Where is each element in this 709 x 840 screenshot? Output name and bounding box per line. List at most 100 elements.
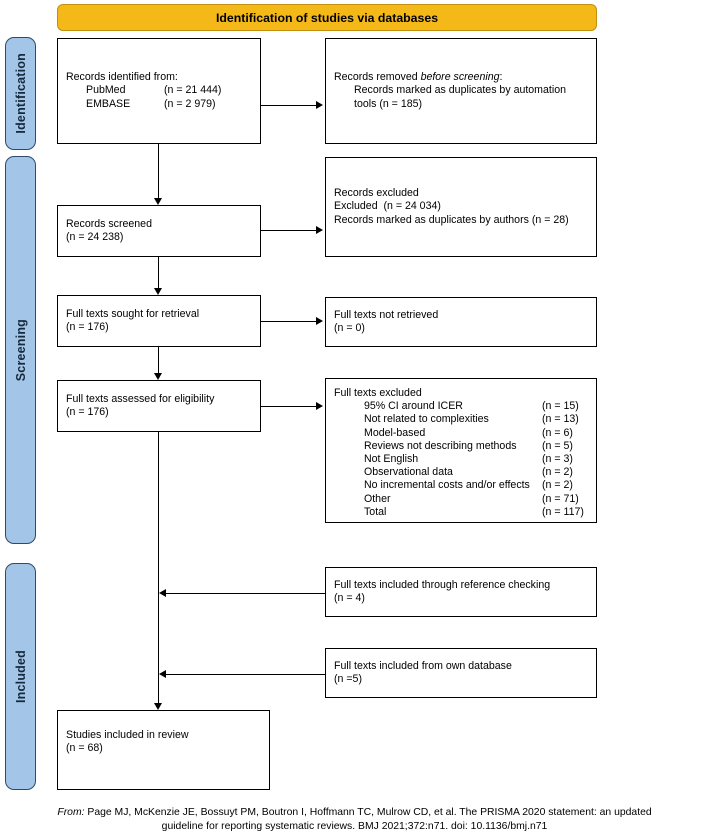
included-own-database-line1: Full texts included from own database — [334, 659, 512, 672]
source-name: PubMed — [86, 84, 126, 97]
box-records-excluded: Records excluded Excluded (n = 24 034) R… — [325, 157, 597, 257]
exclusion-reason-label: Not related to complexities — [364, 413, 489, 426]
records-removed-title-italic: before screening — [420, 71, 500, 84]
exclusion-reason-count: (n = 5) — [542, 439, 573, 452]
box-included-reference-checking: Full texts included through reference ch… — [325, 567, 597, 617]
connector-sought-to-assessed — [158, 347, 160, 375]
records-excluded-line1: Records excluded — [334, 187, 419, 200]
footer-citation-line2: guideline for reporting systematic revie… — [0, 820, 709, 834]
exclusion-reason-label: Observational data — [364, 466, 453, 479]
exclusion-reason-row: Other (n = 71) — [334, 493, 588, 506]
full-texts-not-retrieved-line2: (n = 0) — [334, 322, 365, 334]
exclusion-reason-label: Total — [364, 505, 387, 518]
source-count: (n = 21 444) — [164, 84, 222, 97]
arrowhead-assessed-to-excluded-icon — [316, 402, 323, 410]
records-removed-line1: Records marked as duplicates by automati… — [354, 84, 566, 97]
full-texts-assessed-line1: Full texts assessed for eligibility — [66, 392, 215, 405]
exclusion-reason-label: Not English — [364, 453, 419, 466]
connector-assessed-to-excluded — [261, 406, 317, 408]
box-studies-included-in-review: Studies included in review (n = 68) — [57, 710, 270, 790]
phase-bar-screening: Screening — [5, 156, 36, 544]
exclusion-reason-label: Other — [364, 492, 391, 505]
box-included-own-database: Full texts included from own database (n… — [325, 648, 597, 698]
connector-sought-to-not-retrieved — [261, 321, 317, 323]
records-removed-title-prefix: Records removed — [334, 71, 421, 84]
box-records-screened: Records screened (n = 24 238) — [57, 205, 261, 257]
full-texts-sought-line1: Full texts sought for retrieval — [66, 307, 200, 320]
footer-citation-text-line1: Page MJ, McKenzie JE, Bossuyt PM, Boutro… — [87, 807, 652, 818]
exclusion-reason-row: Not English (n = 3) — [334, 453, 588, 466]
full-texts-assessed-line2: (n = 176) — [66, 406, 109, 418]
records-identified-row: EMBASE (n = 2 979) — [66, 98, 252, 111]
footer-from-label: From: — [57, 807, 85, 818]
arrowhead-identified-to-removed-icon — [316, 101, 323, 109]
studies-included-line2: (n = 68) — [66, 742, 103, 755]
records-identified-title: Records identified from: — [66, 71, 178, 84]
included-reference-checking-line1: Full texts included through reference ch… — [334, 578, 551, 591]
studies-included-line1: Studies included in review — [66, 729, 189, 741]
arrowhead-screened-to-excluded-icon — [316, 226, 323, 234]
exclusion-reason-count: (n = 117) — [542, 505, 584, 518]
box-full-texts-not-retrieved: Full texts not retrieved (n = 0) — [325, 297, 597, 347]
records-screened-line1: Records screened — [66, 217, 152, 230]
connector-identified-to-screened — [158, 144, 160, 200]
arrowhead-sought-to-assessed-icon — [154, 373, 162, 380]
arrowhead-screened-to-sought-icon — [154, 288, 162, 295]
banner-identification-via-databases: Identification of studies via databases — [57, 4, 597, 31]
exclusion-reason-row: No incremental costs and/or effects (n =… — [334, 479, 588, 492]
exclusion-reason-row: 95% CI around ICER (n = 15) — [334, 400, 588, 413]
connector-screened-to-sought — [158, 257, 160, 290]
arrowhead-reference-checking-to-spine-icon — [159, 589, 166, 597]
exclusion-reason-label: No incremental costs and/or effects — [364, 479, 530, 492]
arrowhead-identified-to-screened-icon — [154, 198, 162, 205]
connector-own-database-to-spine — [166, 674, 325, 676]
box-full-texts-excluded: Full texts excluded 95% CI around ICER (… — [325, 378, 597, 523]
records-excluded-line2: Excluded (n = 24 034) — [334, 200, 441, 213]
exclusion-reason-row: Total (n = 117) — [334, 506, 588, 519]
exclusion-reason-count: (n = 2) — [542, 479, 573, 492]
exclusion-reason-count: (n = 3) — [542, 453, 573, 466]
exclusion-reason-row: Observational data (n = 2) — [334, 466, 588, 479]
records-removed-title: Records removed before screening: — [334, 71, 588, 84]
exclusion-reason-label: Reviews not describing methods — [364, 439, 517, 452]
records-identified-row: PubMed (n = 21 444) — [66, 84, 252, 97]
exclusion-reason-count: (n = 71) — [542, 492, 579, 505]
records-excluded-line3: Records marked as duplicates by authors … — [334, 213, 569, 226]
footer-citation-line1: From: Page MJ, McKenzie JE, Bossuyt PM, … — [0, 806, 709, 820]
exclusion-reason-count: (n = 6) — [542, 426, 573, 439]
exclusion-reason-label: 95% CI around ICER — [364, 400, 463, 413]
phase-bar-identification: Identification — [5, 37, 36, 150]
exclusion-reason-count: (n = 13) — [542, 413, 579, 426]
records-removed-title-suffix: : — [499, 71, 503, 84]
footer-citation-text-line2: guideline for reporting systematic revie… — [161, 821, 548, 832]
exclusion-reason-row: Model-based (n = 6) — [334, 427, 588, 440]
full-texts-sought-line2: (n = 176) — [66, 321, 109, 333]
connector-identified-to-removed — [261, 105, 317, 107]
connector-screened-to-excluded — [261, 230, 317, 232]
full-texts-excluded-title: Full texts excluded — [334, 387, 422, 399]
exclusion-reason-row: Reviews not describing methods (n = 5) — [334, 440, 588, 453]
full-texts-not-retrieved-line1: Full texts not retrieved — [334, 308, 439, 321]
phase-label-screening: Screening — [13, 318, 28, 382]
box-full-texts-sought: Full texts sought for retrieval (n = 176… — [57, 295, 261, 347]
included-reference-checking-line2: (n = 4) — [334, 592, 365, 604]
arrowhead-own-database-to-spine-icon — [159, 670, 166, 678]
source-name: EMBASE — [86, 97, 131, 110]
exclusion-reason-label: Model-based — [364, 426, 426, 439]
phase-label-identification: Identification — [13, 53, 28, 134]
box-records-removed-before-screening: Records removed before screening: Record… — [325, 38, 597, 144]
exclusion-reason-count: (n = 15) — [542, 400, 579, 413]
phase-label-included: Included — [13, 650, 28, 703]
exclusion-reason-count: (n = 2) — [542, 466, 573, 479]
included-own-database-line2: (n =5) — [334, 673, 362, 685]
arrowhead-assessed-to-studies-included-icon — [154, 703, 162, 710]
box-full-texts-assessed: Full texts assessed for eligibility (n =… — [57, 380, 261, 432]
records-screened-line2: (n = 24 238) — [66, 231, 124, 243]
source-count: (n = 2 979) — [164, 97, 216, 110]
box-records-identified: Records identified from: PubMed (n = 21 … — [57, 38, 261, 144]
banner-title: Identification of studies via databases — [215, 10, 439, 25]
arrowhead-sought-to-not-retrieved-icon — [316, 317, 323, 325]
connector-reference-checking-to-spine — [166, 593, 325, 595]
connector-assessed-to-studies-included — [158, 432, 160, 706]
